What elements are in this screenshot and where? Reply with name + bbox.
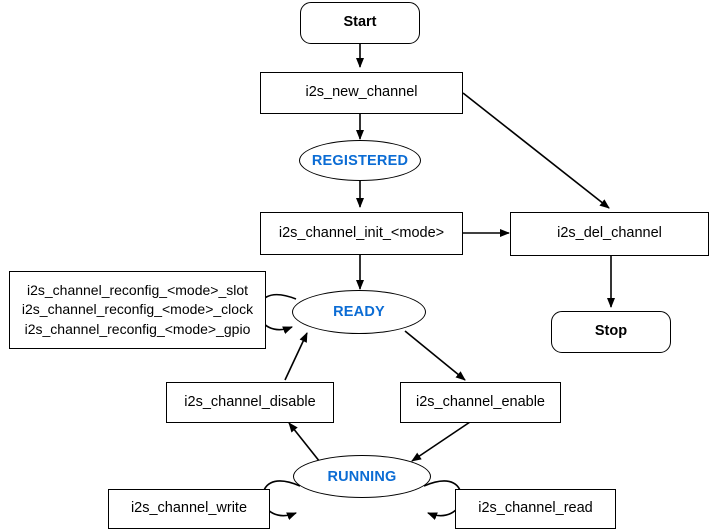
- node-i2s-channel-init[interactable]: i2s_channel_init_<mode>: [260, 212, 463, 255]
- node-i2s-del-channel[interactable]: i2s_del_channel: [510, 212, 709, 256]
- node-start[interactable]: Start: [300, 2, 420, 44]
- node-i2s-new-channel[interactable]: i2s_new_channel: [260, 72, 463, 114]
- node-i2s-channel-init-label: i2s_channel_init_<mode>: [278, 224, 445, 241]
- edge-channel-disable-to-ready: [284, 332, 308, 381]
- node-i2s-channel-enable-label: i2s_channel_enable: [416, 393, 545, 410]
- node-i2s-channel-read-label: i2s_channel_read: [478, 500, 593, 517]
- node-i2s-del-channel-label: i2s_del_channel: [557, 225, 662, 242]
- node-stop-label: Stop: [594, 323, 628, 340]
- edge-ready-to-channel-enable: [404, 330, 466, 381]
- node-reconfig-gpio-label: i2s_channel_reconfig_<mode>_gpio: [24, 320, 251, 337]
- node-i2s-channel-read[interactable]: i2s_channel_read: [455, 489, 616, 529]
- edge-running-to-channel-disable: [288, 422, 321, 463]
- state-registered[interactable]: REGISTERED: [299, 140, 421, 181]
- node-i2s-channel-write[interactable]: i2s_channel_write: [108, 489, 270, 529]
- state-ready[interactable]: READY: [292, 290, 426, 334]
- node-i2s-channel-disable-label: i2s_channel_disable: [184, 393, 316, 410]
- node-i2s-channel-disable[interactable]: i2s_channel_disable: [166, 382, 334, 423]
- node-stop[interactable]: Stop: [551, 311, 671, 353]
- state-ready-label: READY: [333, 304, 385, 320]
- state-registered-label: REGISTERED: [311, 152, 409, 169]
- state-running[interactable]: RUNNING: [293, 455, 431, 498]
- edge-channel-enable-to-running: [411, 421, 471, 462]
- node-i2s-new-channel-label: i2s_new_channel: [305, 84, 418, 101]
- node-i2s-channel-enable[interactable]: i2s_channel_enable: [400, 382, 561, 423]
- state-running-label: RUNNING: [327, 468, 397, 485]
- node-reconfig-clock-label: i2s_channel_reconfig_<mode>_clock: [21, 301, 254, 318]
- node-i2s-channel-write-label: i2s_channel_write: [130, 500, 248, 517]
- node-start-label: Start: [343, 14, 377, 31]
- edge-new-channel-to-del-channel: [462, 92, 610, 209]
- node-reconfig-slot-label: i2s_channel_reconfig_<mode>_slot: [26, 282, 249, 299]
- node-i2s-channel-reconfig[interactable]: i2s_channel_reconfig_<mode>_slot i2s_cha…: [9, 271, 266, 349]
